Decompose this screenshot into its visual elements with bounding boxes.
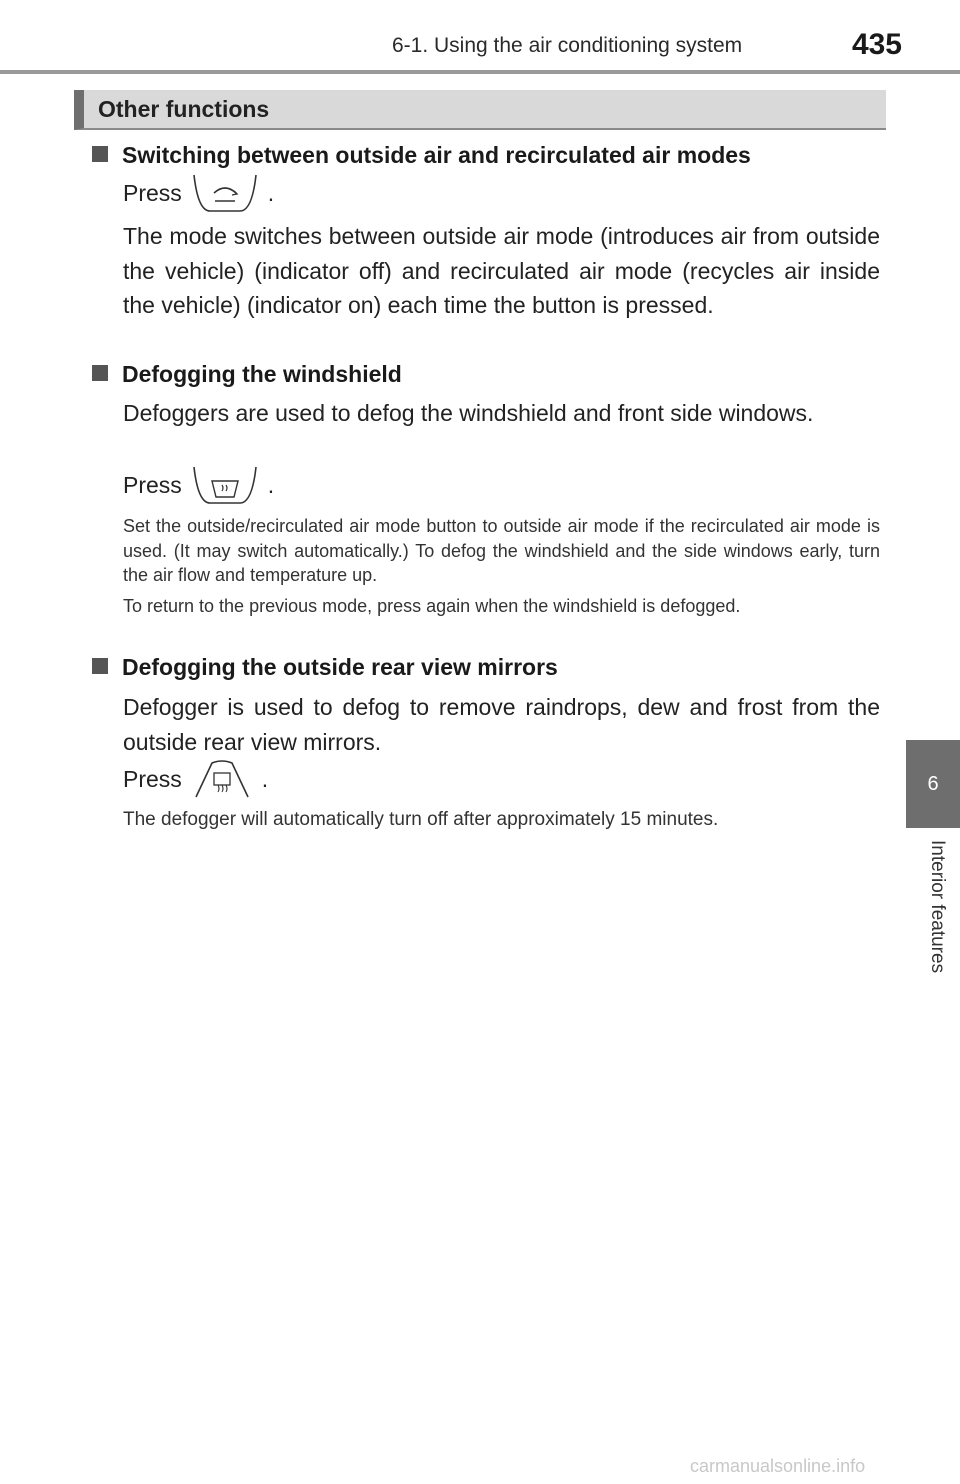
item-body-mirrors: Defogger is used to defog to remove rain… <box>123 694 880 755</box>
press-line-air-mode: Press . <box>123 171 274 215</box>
chapter-number: 6 <box>927 772 939 795</box>
item-body-windshield: Defoggers are used to defog the windshie… <box>123 400 814 426</box>
item-note-mirrors: The defogger will automatically turn off… <box>123 809 719 830</box>
section-title: Other functions <box>98 96 270 122</box>
item-body-air-mode: The mode switches between outside air mo… <box>123 223 880 318</box>
recirculation-button-icon <box>193 174 257 212</box>
windshield-defogger-button-icon <box>193 466 257 504</box>
header-divider <box>0 70 960 74</box>
item-heading-mirrors: Defogging the outside rear view mirrors <box>92 654 558 681</box>
section-header: Other functions <box>74 90 886 130</box>
chapter-tab: 6 <box>906 740 960 828</box>
square-bullet-icon <box>92 365 108 381</box>
press-line-mirrors: Press . <box>123 757 268 801</box>
watermark: carmanualsonline.info <box>690 1456 866 1476</box>
item-note-windshield-2: To return to the previous mode, press ag… <box>123 596 741 616</box>
square-bullet-icon <box>92 658 108 674</box>
item-heading-windshield: Defogging the windshield <box>92 361 402 388</box>
square-bullet-icon <box>92 146 108 162</box>
press-line-windshield: Press . <box>123 463 274 507</box>
item-heading-air-mode: Switching between outside air and recirc… <box>92 142 751 169</box>
running-header-title: 6-1. Using the air conditioning system <box>392 34 743 57</box>
page-number: 435 <box>851 28 902 61</box>
item-note-windshield: Set the outside/recirculated air mode bu… <box>123 516 880 585</box>
chapter-label: Interior features <box>927 840 948 974</box>
mirror-defogger-button-icon <box>195 760 249 798</box>
